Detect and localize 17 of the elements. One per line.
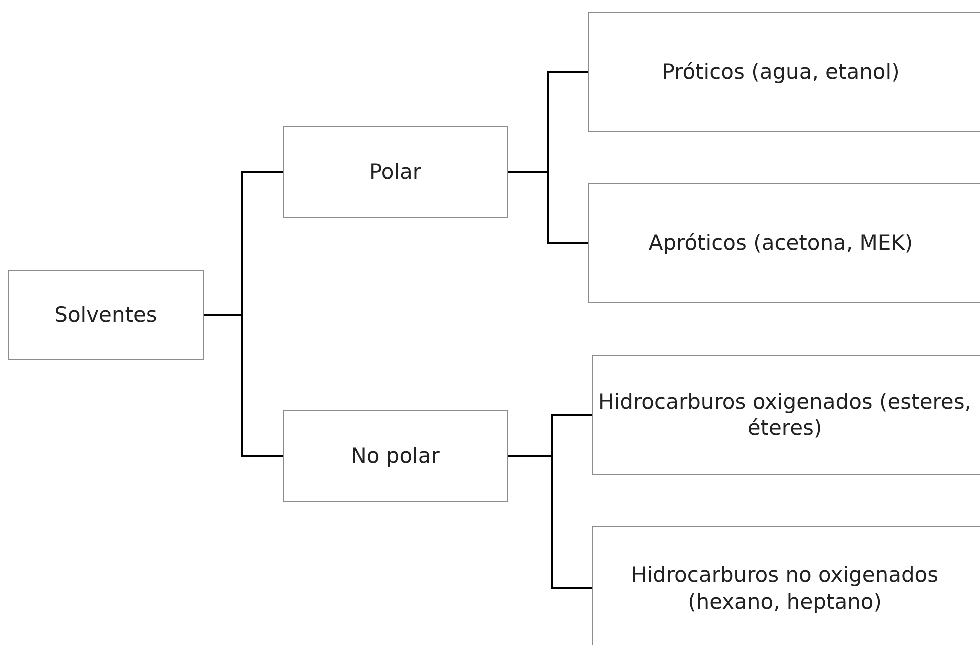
connector-line — [508, 455, 592, 590]
category-box — [283, 126, 508, 218]
category-box — [592, 355, 980, 475]
category-box — [588, 183, 980, 303]
category-box — [592, 526, 980, 645]
category-label: Apróticos (acetona, MEK) — [648, 230, 914, 256]
category-label: Hidrocarburos no oxigenados (hexano, heptano) — [630, 562, 940, 615]
category-label: Solventes — [54, 302, 158, 328]
connector-line — [508, 171, 588, 244]
connector-line — [204, 314, 283, 457]
category-label: Polar — [369, 158, 422, 186]
category-label: Hidrocarburos oxigenados (esteres, éteres) — [598, 388, 972, 442]
category-label: Próticos (agua, etanol) — [661, 58, 901, 86]
category-box — [8, 270, 204, 360]
category-label: No polar — [351, 442, 440, 470]
category-box — [588, 12, 980, 132]
category-box — [283, 410, 508, 502]
